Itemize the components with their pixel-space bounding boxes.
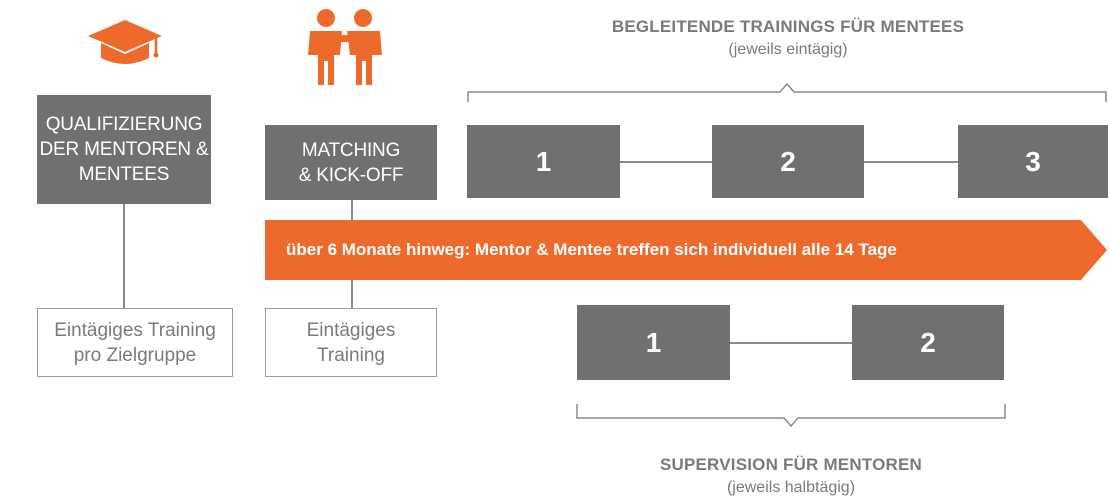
- two-people-icon: [308, 9, 382, 85]
- matching-connector-bottom: [351, 275, 353, 309]
- trainings-bracket: [467, 82, 1107, 102]
- matching-title-line1: MATCHING: [301, 139, 401, 161]
- supervision-header: SUPERVISION FÜR MENTOREN (jeweils halbtä…: [571, 455, 1011, 497]
- training-step-3-label: 3: [1025, 145, 1041, 177]
- qualification-connector: [123, 204, 125, 309]
- qualification-detail-line1: Eintägiges Training: [54, 319, 216, 341]
- supervision-subtitle: (jeweils halbtägig): [726, 479, 856, 496]
- supervision-bracket: [576, 404, 1006, 428]
- training-connector-2: [864, 161, 958, 163]
- banner-middle: Mentor & Mentee treffen sich individuell…: [474, 240, 835, 259]
- qualification-box: QUALIFIZIERUNG DER MENTOREN & MENTEES: [37, 95, 211, 204]
- graduation-cap-icon: [88, 20, 162, 64]
- matching-box: MATCHING & KICK-OFF: [265, 125, 437, 200]
- timeline-banner-text: über 6 Monate hinweg: Mentor & Mentee tr…: [268, 225, 1068, 275]
- training-step-2: 2: [712, 125, 864, 198]
- qualification-detail-box: Eintägiges Training pro Zielgruppe: [37, 308, 233, 377]
- training-step-1-label: 1: [535, 145, 552, 177]
- trainings-title: BEGLEITENDE TRAININGS FÜR MENTEES: [611, 17, 965, 36]
- supervision-step-1: 1: [577, 305, 730, 380]
- qualification-title-line1: QUALIFIZIERUNG: [45, 114, 203, 135]
- supervision-title: SUPERVISION FÜR MENTOREN: [659, 455, 923, 474]
- matching-detail-line2: Training: [317, 344, 385, 366]
- training-connector-1: [620, 161, 712, 163]
- supervision-step-2-label: 2: [920, 326, 936, 358]
- timeline-banner-arrow: [265, 220, 1107, 280]
- trainings-subtitle: (jeweils eintägig): [728, 41, 848, 58]
- supervision-step-2: 2: [852, 305, 1004, 380]
- qualification-title-line3: MENTEES: [78, 164, 170, 185]
- matching-title-line2: & KICK-OFF: [298, 164, 404, 186]
- banner-prefix: über: [286, 240, 328, 259]
- banner-months: 6 Monate hinweg:: [327, 240, 475, 259]
- training-step-2-label: 2: [780, 145, 796, 177]
- qualification-title-line2: DER MENTOREN &: [39, 139, 209, 160]
- trainings-header: BEGLEITENDE TRAININGS FÜR MENTEES (jewei…: [468, 17, 1108, 59]
- matching-connector-top: [351, 200, 353, 225]
- supervision-connector: [730, 342, 852, 344]
- qualification-detail-line2: pro Zielgruppe: [73, 344, 197, 366]
- training-step-3: 3: [958, 125, 1108, 198]
- matching-detail-line1: Eintägiges: [306, 319, 396, 341]
- training-step-1: 1: [467, 125, 620, 198]
- matching-detail-box: Eintägiges Training: [265, 308, 437, 377]
- banner-days: 14 Tage: [834, 240, 897, 259]
- supervision-step-1-label: 1: [645, 326, 662, 358]
